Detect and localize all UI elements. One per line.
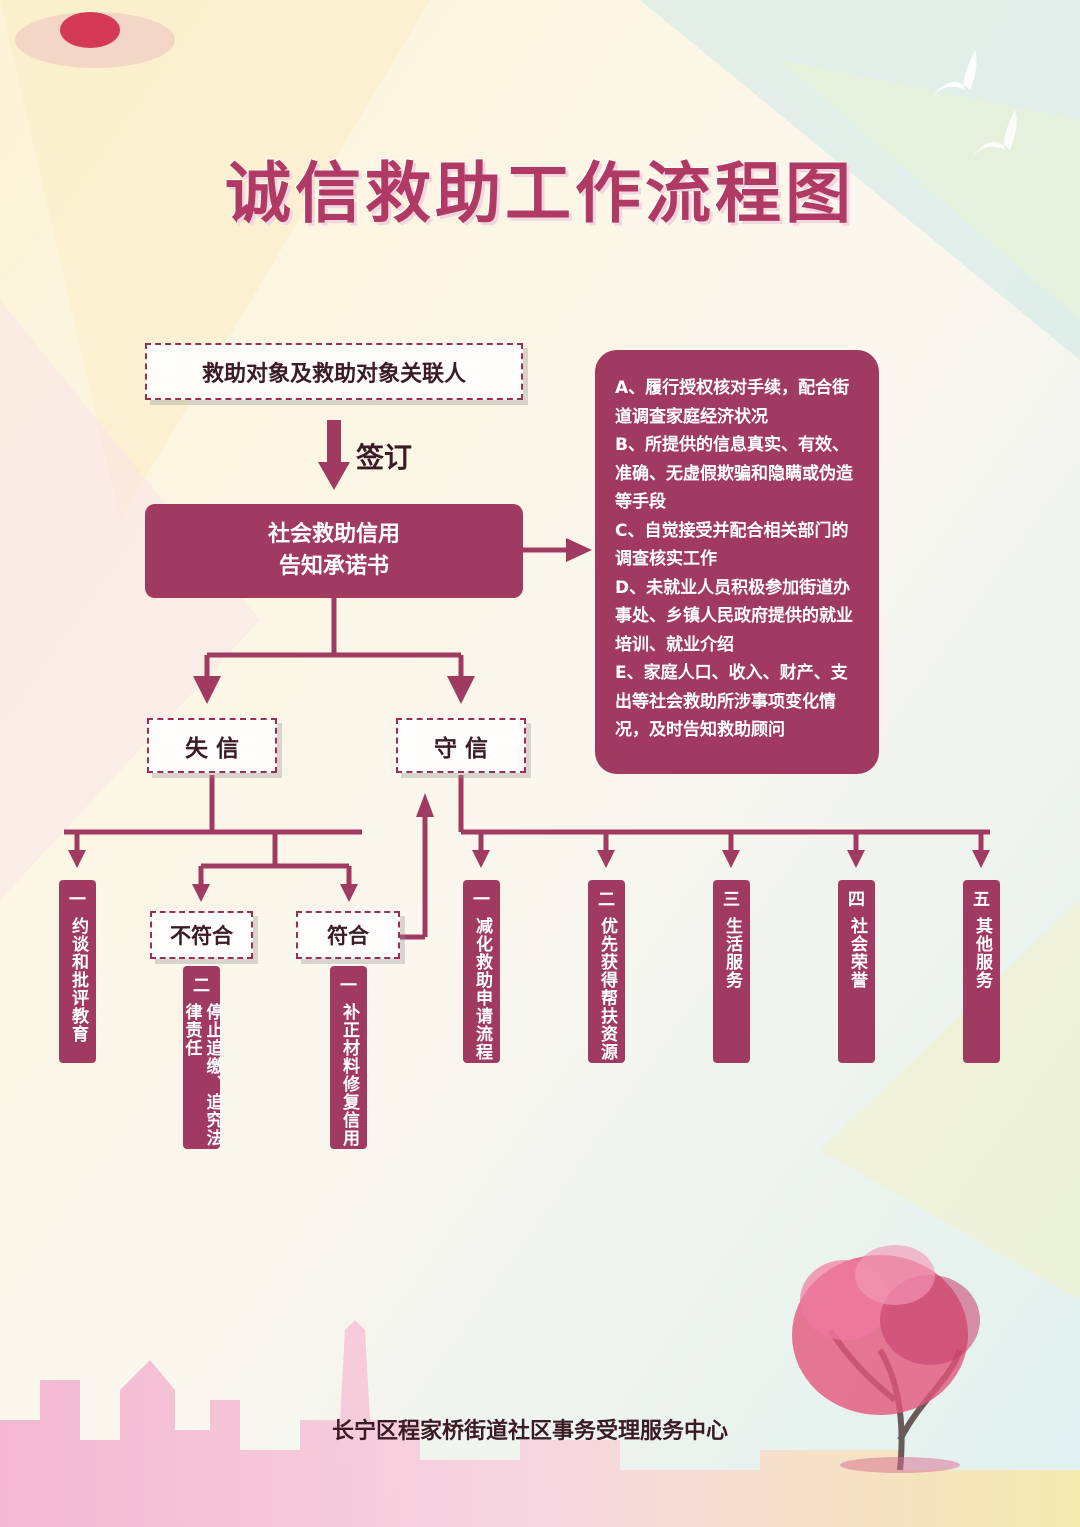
benefit-3-num: 三 <box>723 890 740 910</box>
sign-label: 签订 <box>356 441 413 474</box>
action-supplement-num: 一 <box>340 976 357 996</box>
action-stop-recover: 二 停止追缴、追究法律责任 <box>181 966 223 1149</box>
action-stop-text: 停止追缴、追究法律责任 <box>181 1003 223 1147</box>
action-interview-text: 约谈和批评教育 <box>68 917 88 1043</box>
action-stop-num: 二 <box>193 976 210 996</box>
aid-recipient-box: 救助对象及救助对象关联人 <box>145 343 523 400</box>
not-qualified-box: 不符合 <box>150 911 253 959</box>
benefit-life-services: 三 生活服务 <box>713 880 750 1063</box>
commitment-item-b: B、所提供的信息真实、有效、准确、无虚假欺骗和隐瞒或伪造等手段 <box>615 435 853 512</box>
benefit-1-text: 减化救助申请流程 <box>472 917 492 1061</box>
aid-recipient-label: 救助对象及救助对象关联人 <box>201 361 466 387</box>
benefit-priority-resources: 二 优先获得帮扶资源 <box>588 880 625 1063</box>
benefit-4-num: 四 <box>848 890 865 910</box>
action-supplement-repair: 一 补正材料修复信用 <box>330 966 367 1149</box>
benefit-2-num: 二 <box>598 890 615 910</box>
not-qualified-label: 不符合 <box>170 924 233 948</box>
commitment-item-d: D、未就业人员积极参加街道办事处、乡镇人民政府提供的就业培训、就业介绍 <box>615 577 853 655</box>
commitment-item-a: A、履行授权核对手续，配合街道调查家庭经济状况 <box>615 378 850 427</box>
benefit-4-text: 社会荣誉 <box>847 917 867 989</box>
commitment-letter-box: 社会救助信用 告知承诺书 <box>145 504 523 598</box>
benefit-3-text: 生活服务 <box>722 917 742 989</box>
benefit-2-text: 优先获得帮扶资源 <box>597 917 617 1061</box>
action-interview-education: 一 约谈和批评教育 <box>59 880 96 1063</box>
commitment-letter-line2: 告知承诺书 <box>278 554 389 579</box>
honest-label: 守 信 <box>433 735 488 762</box>
benefit-social-honor: 四 社会荣誉 <box>838 880 875 1063</box>
commitment-item-e: E、家庭人口、收入、财产、支出等社会救助所涉事项变化情况，及时告知救助顾问 <box>615 663 848 740</box>
qualified-label: 符合 <box>327 924 369 948</box>
commitment-letter-line1: 社会救助信用 <box>267 522 400 547</box>
commitment-item-c: C、自觉接受并配合相关部门的调查核实工作 <box>615 520 849 570</box>
action-interview-num: 一 <box>69 890 86 910</box>
page-title: 诚信救助工作流程图 <box>225 155 855 232</box>
action-supplement-text: 补正材料修复信用 <box>339 1003 359 1147</box>
benefit-5-text: 其他服务 <box>972 917 992 989</box>
honest-box: 守 信 <box>396 718 526 773</box>
benefit-other-services: 五 其他服务 <box>963 880 1000 1063</box>
dishonest-box: 失 信 <box>147 718 277 773</box>
commitment-items-panel: A、履行授权核对手续，配合街道调查家庭经济状况 B、所提供的信息真实、有效、准确… <box>595 350 879 774</box>
benefit-5-num: 五 <box>973 890 990 910</box>
benefit-simplified-process: 一 减化救助申请流程 <box>463 880 500 1063</box>
benefit-1-num: 一 <box>473 890 490 910</box>
qualified-box: 符合 <box>296 911 400 959</box>
footer-organization: 长宁区程家桥街道社区事务受理服务中心 <box>331 1419 728 1444</box>
dishonest-label: 失 信 <box>184 735 239 762</box>
